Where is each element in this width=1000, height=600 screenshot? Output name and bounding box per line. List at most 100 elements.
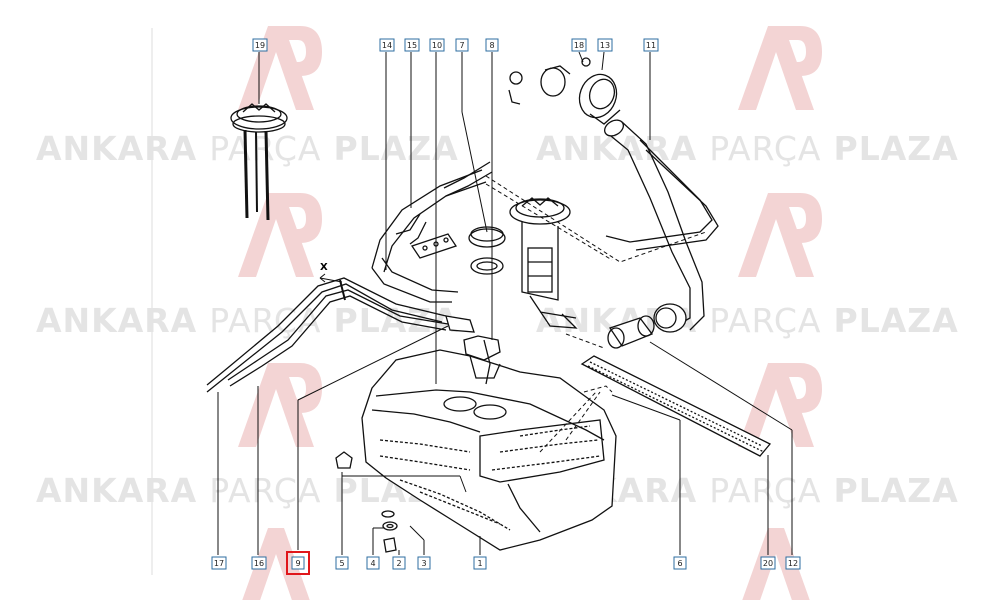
callout-text: 16	[254, 559, 264, 568]
part-11-filler-neck	[604, 119, 719, 333]
callout-box	[429, 38, 445, 52]
callout-box	[366, 556, 380, 570]
watermark-logos	[238, 26, 822, 600]
callout-12: 12	[785, 556, 801, 570]
callout-text: 11	[646, 41, 656, 50]
part-9-connector	[445, 315, 475, 333]
wm-word3: PLAZA	[334, 129, 459, 168]
wm-word1: ANKARA	[36, 471, 197, 510]
callout-box	[335, 556, 349, 570]
callout-text: 17	[214, 559, 224, 568]
wm-word2: PARÇA	[209, 471, 321, 510]
part-12-sleeve	[607, 315, 655, 349]
callout-box	[379, 38, 395, 52]
callout-6: 6	[673, 556, 687, 570]
wm-word1: ANKARA	[536, 129, 697, 168]
callout-box	[252, 38, 268, 52]
watermark-logo	[738, 26, 822, 110]
callout-3: 3	[417, 556, 431, 570]
callout-17: 17	[211, 556, 227, 570]
callout-20: 20	[760, 556, 776, 570]
callout-text: 7	[459, 41, 464, 50]
callout-19: 19	[252, 38, 268, 52]
watermark-logo	[738, 193, 822, 277]
callout-9: 9	[286, 551, 310, 575]
callout-box	[485, 38, 499, 52]
callout-text: 1	[477, 559, 482, 568]
highlight-box	[286, 551, 310, 575]
callout-box	[251, 556, 267, 570]
callout-box	[211, 556, 227, 570]
callout-text: 5	[339, 559, 344, 568]
callout-13: 13	[597, 38, 613, 52]
callout-text: 10	[432, 41, 442, 50]
part-13-filler-cap	[578, 73, 621, 125]
callout-1: 1	[473, 556, 487, 570]
callout-2: 2	[392, 556, 406, 570]
wm-word2: PARÇA	[709, 471, 821, 510]
callout-14: 14	[379, 38, 395, 52]
wm-word1: ANKARA	[36, 129, 197, 168]
callout-text: 13	[600, 41, 610, 50]
wm-word3: PLAZA	[834, 471, 959, 510]
watermark-logo	[242, 528, 310, 600]
callout-text: 6	[677, 559, 682, 568]
callout-text: 19	[255, 41, 265, 50]
callout-text: 20	[763, 559, 773, 568]
callout-text: 4	[370, 559, 375, 568]
callout-text: 18	[574, 41, 584, 50]
callout-text: 9	[295, 559, 300, 568]
callout-text: 2	[396, 559, 401, 568]
watermark-logo	[738, 363, 822, 447]
part-18-key-cap	[508, 57, 591, 105]
callout-box	[643, 38, 659, 52]
wm-word3: PLAZA	[334, 301, 459, 340]
part-1-fuel-tank	[361, 335, 617, 551]
callout-box	[404, 38, 420, 52]
part-19-level-sender	[230, 103, 288, 221]
watermark-logo	[238, 26, 322, 110]
callout-box	[673, 556, 687, 570]
part-5-clip	[335, 451, 353, 469]
callout-text: 12	[788, 559, 798, 568]
callout-box	[473, 556, 487, 570]
callout-15: 15	[404, 38, 420, 52]
callout-text: 15	[407, 41, 417, 50]
callout-10: 10	[429, 38, 445, 52]
part-14-15-hoses	[371, 161, 493, 303]
callout-text: 3	[421, 559, 426, 568]
watermark-logo	[742, 528, 810, 600]
callout-box	[417, 556, 431, 570]
callout-box	[392, 556, 406, 570]
callout-box	[597, 38, 613, 52]
callout-16: 16	[251, 556, 267, 570]
watermark-logo	[238, 363, 322, 447]
assembly-dashed-lines	[485, 175, 707, 453]
wm-word3: PLAZA	[834, 301, 959, 340]
part-7-gasket	[468, 226, 506, 275]
wm-word2: PARÇA	[709, 129, 821, 168]
watermark-logo	[238, 193, 322, 277]
wm-word1: ANKARA	[36, 301, 197, 340]
part-17-16-pipes	[206, 277, 449, 393]
part-6-heat-shield	[580, 355, 772, 457]
callout-box	[760, 556, 776, 570]
callout-box	[455, 38, 469, 52]
callout-box	[785, 556, 801, 570]
annotation-x: X	[320, 262, 328, 273]
callout-11: 11	[643, 38, 659, 52]
part-4-2-3-bolt-washers	[381, 510, 398, 553]
wm-word3: PLAZA	[834, 129, 959, 168]
callout-8: 8	[485, 38, 499, 52]
callout-box	[571, 38, 587, 52]
part-8-fuel-pump	[509, 197, 578, 329]
wm-word2: PARÇA	[709, 301, 821, 340]
callout-text: 8	[489, 41, 494, 50]
callout-text: 14	[382, 41, 392, 50]
